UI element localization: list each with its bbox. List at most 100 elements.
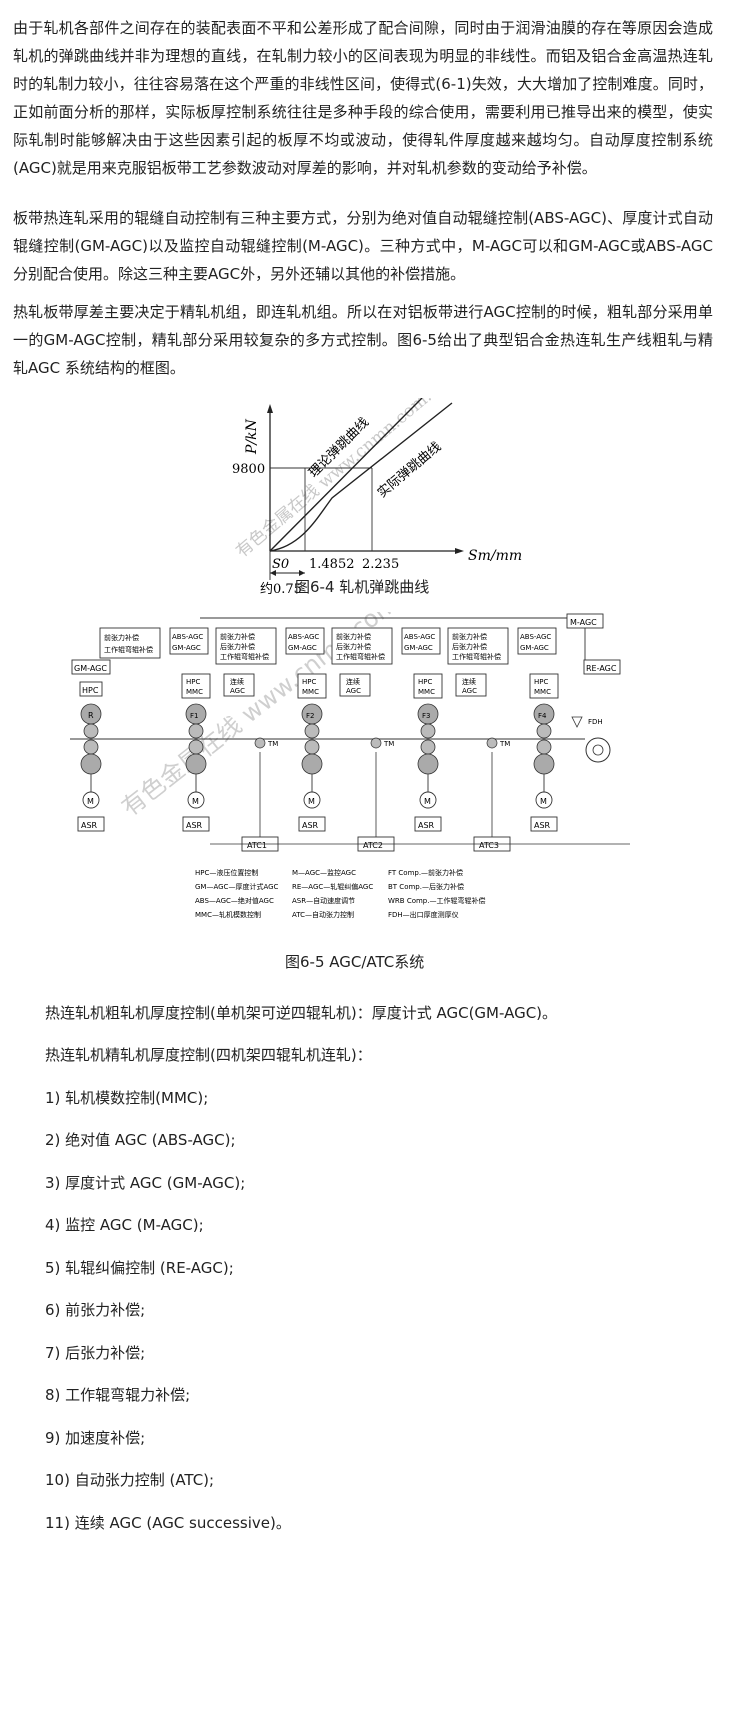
svg-text:后张力补偿: 后张力补偿	[336, 642, 371, 651]
svg-text:F1: F1	[190, 712, 198, 720]
svg-text:GM-AGC: GM-AGC	[520, 644, 549, 652]
list-item: 4) 监控 AGC (M-AGC);	[45, 1216, 204, 1234]
svg-text:FDH—出口厚度测厚仪: FDH—出口厚度测厚仪	[388, 910, 459, 919]
svg-text:GM-AGC: GM-AGC	[404, 644, 433, 652]
svg-text:连续: 连续	[230, 677, 244, 686]
svg-text:FT Comp.—前张力补偿: FT Comp.—前张力补偿	[388, 868, 463, 877]
re-agc-box: RE-AGC	[586, 664, 617, 673]
list-item: 7) 后张力补偿;	[45, 1344, 146, 1362]
svg-text:ABS-AGC: ABS-AGC	[172, 633, 203, 641]
agc-atc-system-diagram: 有色金属在线 www.cnmn.com.cn M-AGC RE-AGC FDH …	[70, 612, 630, 919]
svg-text:工作辊弯辊补偿: 工作辊弯辊补偿	[336, 652, 385, 661]
atc1-box: ATC1	[247, 841, 267, 850]
svg-text:ASR: ASR	[302, 821, 319, 830]
actual-curve-label: 实际弹跳曲线	[375, 439, 444, 501]
svg-text:HPC: HPC	[534, 678, 548, 686]
svg-text:ABS-AGC: ABS-AGC	[520, 633, 551, 641]
svg-text:RE—AGC—轧辊纠偏AGC: RE—AGC—轧辊纠偏AGC	[292, 882, 373, 891]
x-axis-label: Sm/mm	[468, 548, 522, 564]
svg-text:F2: F2	[306, 712, 314, 720]
svg-text:HPC: HPC	[302, 678, 316, 686]
diagram-legend: HPC—液压位置控制 M—AGC—监控AGC FT Comp.—前张力补偿 GM…	[195, 868, 485, 919]
rough-asr: ASR	[81, 821, 98, 830]
stand-f1: 前张力补偿 工作辊弯辊补偿 ABS-AGC GM-AGC HPC MMC F1 …	[99, 627, 255, 832]
figure1-caption: 图6-4 轧机弹跳曲线	[295, 578, 430, 596]
s0-label: S0	[272, 557, 289, 572]
y-tick-9800: 9800	[232, 462, 265, 477]
list-item: 10) 自动张力控制 (ATC);	[45, 1471, 215, 1489]
svg-text:M: M	[540, 797, 547, 806]
svg-text:M: M	[192, 797, 199, 806]
atc2-box: ATC2	[363, 841, 383, 850]
svg-text:BT Comp.—后张力补偿: BT Comp.—后张力补偿	[388, 882, 464, 891]
list-item: 2) 绝对值 AGC (ABS-AGC);	[45, 1131, 236, 1149]
svg-text:ASR: ASR	[418, 821, 435, 830]
svg-text:GM—AGC—厚度计式AGC: GM—AGC—厚度计式AGC	[195, 882, 279, 891]
svg-text:M—AGC—监控AGC: M—AGC—监控AGC	[292, 868, 356, 877]
rough-gm-agc: GM-AGC	[74, 664, 107, 673]
figure2-caption: 图6-5 AGC/ATC系统	[285, 953, 425, 971]
x-tick-2: 2.235	[362, 557, 399, 572]
rough-control-line: 热连轧机粗轧机厚度控制(单机架可逆四辊轧机)：厚度计式 AGC(GM-AGC)。	[45, 1004, 558, 1022]
x-tick-1: 1.4852	[309, 557, 355, 572]
svg-text:前张力补偿: 前张力补偿	[452, 632, 487, 641]
svg-text:TM: TM	[383, 740, 394, 748]
svg-text:AGC: AGC	[230, 687, 245, 695]
fdh-label: FDH	[588, 718, 603, 726]
svg-text:后张力补偿: 后张力补偿	[220, 642, 255, 651]
figure1-watermark: 有色金属在线 www.cnmn.com.cn	[232, 398, 451, 562]
svg-text:MMC: MMC	[534, 688, 551, 696]
svg-text:ABS—AGC—绝对值AGC: ABS—AGC—绝对值AGC	[195, 896, 274, 905]
list-item: 5) 轧辊纠偏控制 (RE-AGC);	[45, 1259, 234, 1277]
svg-text:MMC: MMC	[418, 688, 435, 696]
stand-f2: 前张力补偿 后张力补偿 工作辊弯辊补偿 ABS-AGC GM-AGC HPC M…	[215, 627, 371, 832]
svg-text:AGC: AGC	[462, 687, 477, 695]
list-item: 6) 前张力补偿;	[45, 1301, 146, 1319]
list-item: 11) 连续 AGC (AGC successive)。	[45, 1514, 291, 1532]
svg-text:HPC: HPC	[418, 678, 432, 686]
svg-text:MMC—轧机模数控制: MMC—轧机模数控制	[195, 910, 261, 919]
paragraph-2: 板带热连轧采用的辊缝自动控制有三种主要方式，分别为绝对值自动辊缝控制(ABS-A…	[13, 209, 713, 283]
list-item: 1) 轧机模数控制(MMC);	[45, 1089, 209, 1107]
svg-text:HPC: HPC	[186, 678, 200, 686]
m-agc-box: M-AGC	[570, 618, 597, 627]
svg-text:MMC: MMC	[302, 688, 319, 696]
finishing-control-line: 热连轧机精轧机厚度控制(四机架四辊轧机连轧)：	[45, 1046, 372, 1064]
list-item: 3) 厚度计式 AGC (GM-AGC);	[45, 1174, 246, 1192]
stand-f3: 前张力补偿 后张力补偿 工作辊弯辊补偿 ABS-AGC GM-AGC HPC M…	[331, 627, 487, 832]
svg-text:前张力补偿: 前张力补偿	[104, 633, 139, 642]
svg-text:WRB Comp.—工作辊弯辊补偿: WRB Comp.—工作辊弯辊补偿	[388, 896, 485, 905]
svg-text:工作辊弯辊补偿: 工作辊弯辊补偿	[452, 652, 501, 661]
svg-text:HPC—液压位置控制: HPC—液压位置控制	[195, 868, 258, 877]
approx-label: 约0.75	[260, 582, 302, 597]
stand-f4: 前张力补偿 后张力补偿 工作辊弯辊补偿 ABS-AGC GM-AGC HPC M…	[447, 627, 559, 832]
svg-text:ABS-AGC: ABS-AGC	[404, 633, 435, 641]
svg-text:F4: F4	[538, 712, 547, 720]
rough-motor: M	[87, 797, 94, 806]
list-item: 8) 工作辊弯辊力补偿;	[45, 1386, 191, 1404]
list-item: 9) 加速度补偿;	[45, 1429, 146, 1447]
svg-text:ASR—自动速度调节: ASR—自动速度调节	[292, 896, 355, 905]
svg-text:GM-AGC: GM-AGC	[288, 644, 317, 652]
svg-text:连续: 连续	[346, 677, 360, 686]
paragraph-3: 热轧板带厚差主要决定于精轧机组，即连轧机组。所以在对铝板带进行AGC控制的时候，…	[13, 303, 713, 377]
svg-text:工作辊弯辊补偿: 工作辊弯辊补偿	[104, 645, 153, 654]
svg-text:ASR: ASR	[186, 821, 203, 830]
svg-text:GM-AGC: GM-AGC	[172, 644, 201, 652]
svg-text:前张力补偿: 前张力补偿	[336, 632, 371, 641]
rough-roll: R	[88, 711, 94, 720]
svg-text:工作辊弯辊补偿: 工作辊弯辊补偿	[220, 652, 269, 661]
svg-text:ABS-AGC: ABS-AGC	[288, 633, 319, 641]
svg-text:M: M	[308, 797, 315, 806]
svg-text:M: M	[424, 797, 431, 806]
tension-meters: TM TM TM	[254, 737, 510, 837]
paragraph-1: 由于轧机各部件之间存在的装配表面不平和公差形成了配合间隙，同时由于润滑油膜的存在…	[13, 19, 713, 177]
svg-text:TM: TM	[499, 740, 510, 748]
svg-text:ATC—自动张力控制: ATC—自动张力控制	[292, 910, 354, 919]
svg-text:F3: F3	[422, 712, 430, 720]
svg-text:后张力补偿: 后张力补偿	[452, 642, 487, 651]
svg-text:ASR: ASR	[534, 821, 551, 830]
svg-text:前张力补偿: 前张力补偿	[220, 632, 255, 641]
svg-text:MMC: MMC	[186, 688, 203, 696]
